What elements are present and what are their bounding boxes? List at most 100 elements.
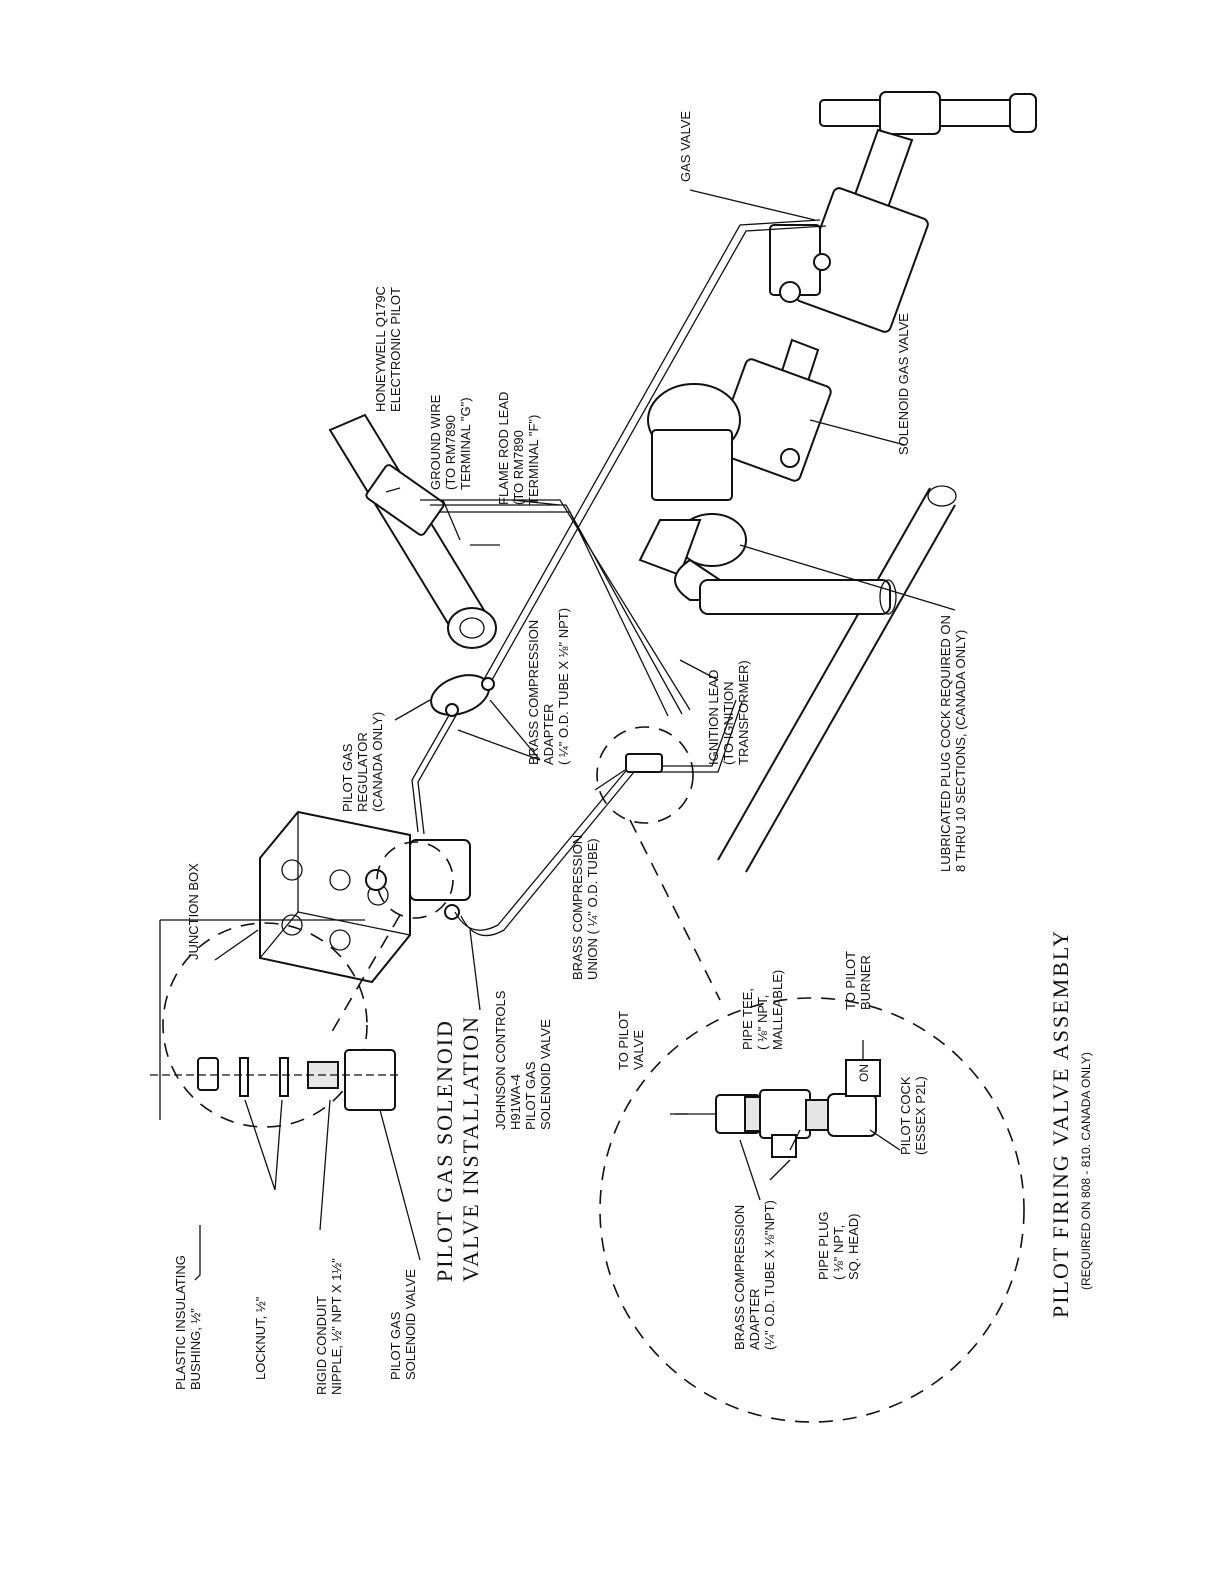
- label-line: PILOT GAS: [523, 1061, 538, 1130]
- label-line: IGNITION LEAD: [706, 670, 721, 765]
- label-line: JOHNSON CONTROLS: [493, 990, 508, 1130]
- label-line: PILOT GAS: [340, 743, 355, 812]
- conduit-detail: [150, 919, 400, 1120]
- pilot-gas-solenoid-valve-label: PILOT GASSOLENOID VALVE: [388, 1269, 418, 1380]
- label-line: GROUND WIRE: [428, 394, 443, 490]
- main-gas-train: [638, 91, 1037, 615]
- label-line: LUBRICATED PLUG COCK REQUIRED ON: [938, 615, 953, 872]
- label-line: (CANADA ONLY): [370, 712, 385, 812]
- brass-compression-union-label: BRASS COMPRESSIONUNION ( ¼" O.D. TUBE): [570, 835, 600, 980]
- label-line: UNION ( ¼" O.D. TUBE): [585, 838, 600, 980]
- johnson-controls-label: JOHNSON CONTROLSH91WA-4PILOT GASSOLENOID…: [493, 990, 553, 1130]
- label-line: GAS VALVE: [678, 111, 693, 182]
- pipe-plug-label: PIPE PLUG( ⅛" NPT,SQ. HEAD): [816, 1211, 861, 1280]
- gas-valve-body: [769, 187, 929, 333]
- pilot-tubing: [411, 219, 827, 835]
- label-line: BRASS COMPRESSION: [570, 835, 585, 980]
- label-line: PILOT GAS: [388, 1311, 403, 1380]
- leader-lines: [194, 189, 956, 1281]
- label-line: LOCKNUT, ½": [253, 1296, 268, 1380]
- pipe-tee-label: PIPE TEE,( ⅛" NPT,MALLEABLE): [740, 970, 785, 1050]
- label-line: SOLENOID VALVE: [538, 1019, 553, 1130]
- label-line: BUSHING, ½": [188, 1308, 203, 1390]
- label-line: (¼" O.D. TUBE X ⅛"NPT): [762, 1200, 777, 1350]
- union-tubing: [454, 699, 743, 937]
- pilot-regulator-body: [430, 674, 495, 717]
- ground-wire-label: GROUND WIRE(TO RM7890TERMINAL "G"): [428, 394, 473, 490]
- honeywell-pilot-label: HONEYWELL Q179CELECTRONIC PILOT: [373, 286, 403, 412]
- label-line: TERMINAL "F"): [526, 415, 541, 505]
- solenoid-installation-title: PILOT GAS SOLENOIDVALVE INSTALLATION: [432, 1015, 483, 1282]
- title-line: PILOT GAS SOLENOID: [432, 1019, 457, 1282]
- label-line: NIPPLE, ½" NPT X 1½": [329, 1258, 344, 1395]
- label-line: (TO IGNITION: [721, 681, 736, 765]
- label-line: SQ. HEAD): [846, 1214, 861, 1280]
- detail-circle-junction: [376, 841, 454, 919]
- label-line: 8 THRU 10 SECTIONS, (CANADA ONLY): [953, 630, 968, 872]
- label-line: FLAME ROD LEAD: [496, 392, 511, 505]
- detail-circle-firing: [599, 997, 1025, 1423]
- junction-box-label: JUNCTION BOX: [186, 863, 201, 960]
- label-line: BURNER: [858, 955, 873, 1010]
- pilot-cock-label: PILOT COCK(ESSEX P2L): [898, 1076, 928, 1155]
- plastic-bushing-label: PLASTIC INSULATINGBUSHING, ½": [173, 1255, 203, 1390]
- label-line: MALLEABLE): [770, 970, 785, 1050]
- brass-compression-adapter-2-label: BRASS COMPRESSIONADAPTER(¼" O.D. TUBE X …: [732, 1200, 777, 1350]
- junction-box-body: [259, 810, 411, 984]
- label-line: TERMINAL "G"): [458, 397, 473, 490]
- firing-valve-title: PILOT FIRING VALVE ASSEMBLY: [1048, 929, 1073, 1318]
- label-line: ( ⅛" NPT,: [755, 995, 770, 1050]
- label-line: PIPE TEE,: [740, 988, 755, 1050]
- rigid-conduit-label: RIGID CONDUITNIPPLE, ½" NPT X 1½": [314, 1258, 344, 1395]
- label-line: ELECTRONIC PILOT: [388, 287, 403, 412]
- label-line: PILOT COCK: [898, 1076, 913, 1155]
- firing-assembly-detail: [670, 1040, 881, 1158]
- label-line: BRASS COMPRESSION: [526, 620, 541, 765]
- pilot-cock-on-mark: ON: [857, 1064, 871, 1082]
- to-pilot-valve-label: TO PILOTVALVE: [616, 1011, 646, 1070]
- label-line: RIGID CONDUIT: [314, 1296, 329, 1395]
- label-line: H91WA-4: [508, 1074, 523, 1130]
- label-line: TO PILOT: [843, 951, 858, 1010]
- label-line: PLASTIC INSULATING: [173, 1255, 188, 1390]
- solenoid-valve-body: [647, 358, 832, 501]
- plug-cock-body: [638, 513, 897, 615]
- label-line: PIPE PLUG: [816, 1211, 831, 1280]
- title-line: PILOT FIRING VALVE ASSEMBLY: [1048, 929, 1073, 1318]
- label-line: ADAPTER: [747, 1289, 762, 1350]
- label-line: (ESSEX P2L): [913, 1076, 928, 1155]
- to-pilot-burner-label: TO PILOTBURNER: [843, 951, 873, 1010]
- label-line: TRANSFORMER): [736, 660, 751, 765]
- pilot-gas-regulator-label: PILOT GASREGULATOR(CANADA ONLY): [340, 712, 385, 812]
- label-line: SOLENOID GAS VALVE: [896, 313, 911, 455]
- detail-circle-conduit: [162, 922, 368, 1128]
- gas-valve-label: GAS VALVE: [678, 111, 693, 182]
- label-line: TO PILOT: [616, 1011, 631, 1070]
- label-line: BRASS COMPRESSION: [732, 1205, 747, 1350]
- title-line: (REQUIRED ON 808 - 810. CANADA ONLY): [1079, 1052, 1093, 1290]
- diagram-labels: PLASTIC INSULATINGBUSHING, ½" LOCKNUT, ½"…: [173, 111, 1093, 1395]
- floor-pipe: [717, 485, 957, 873]
- label-line: SOLENOID VALVE: [403, 1269, 418, 1380]
- label-line: JUNCTION BOX: [186, 863, 201, 960]
- detail-circle-union: [596, 726, 694, 824]
- flame-rod-lead-label: FLAME ROD LEAD(TO RM7890TERMINAL "F"): [496, 392, 541, 505]
- lubricated-plug-cock-label: LUBRICATED PLUG COCK REQUIRED ON8 THRU 1…: [938, 615, 968, 872]
- label-line: HONEYWELL Q179C: [373, 286, 388, 412]
- burner-tube: [328, 413, 500, 649]
- solenoid-valve-jc: [365, 839, 471, 920]
- label-line: (TO RM7890: [511, 430, 526, 505]
- label-line: ADAPTER: [541, 704, 556, 765]
- pilot-leads: [420, 499, 691, 717]
- solenoid-gas-valve-label: SOLENOID GAS VALVE: [896, 313, 911, 455]
- ignition-lead-label: IGNITION LEAD(TO IGNITIONTRANSFORMER): [706, 660, 751, 765]
- label-line: REGULATOR: [355, 732, 370, 812]
- brass-compression-adapter-label: BRASS COMPRESSIONADAPTER( ¼" O.D. TUBE X…: [526, 608, 571, 765]
- label-line: (TO RM7890: [443, 415, 458, 490]
- locknut-label: LOCKNUT, ½": [253, 1296, 268, 1380]
- firing-valve-subtitle: (REQUIRED ON 808 - 810. CANADA ONLY): [1079, 1052, 1093, 1290]
- label-line: VALVE: [631, 1030, 646, 1070]
- label-line: ( ¼" O.D. TUBE X ⅛" NPT): [556, 608, 571, 765]
- title-line: VALVE INSTALLATION: [458, 1015, 483, 1282]
